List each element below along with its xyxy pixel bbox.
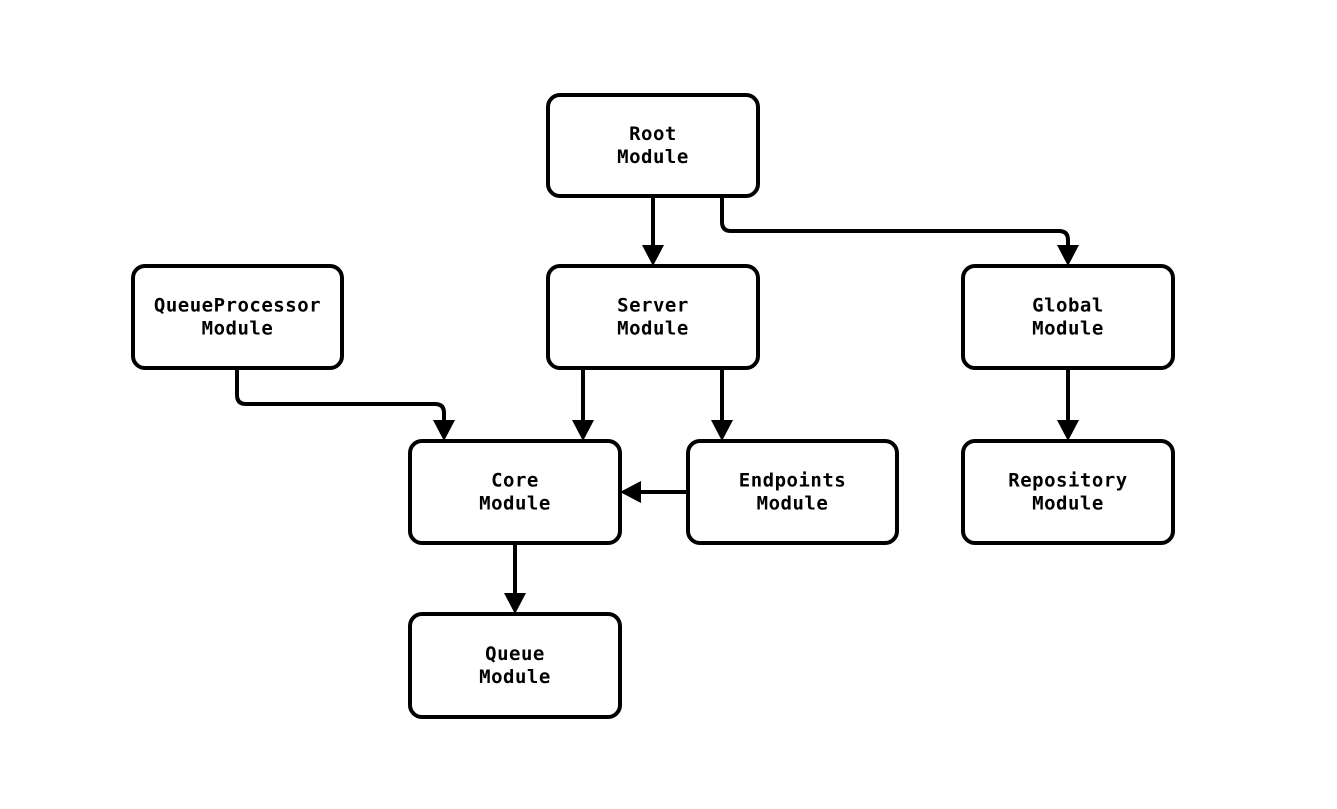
node-label-line2: Module: [202, 318, 274, 340]
arrowhead-icon: [433, 420, 455, 441]
node-label-line1: Core: [491, 470, 539, 492]
node-box[interactable]: [961, 264, 1175, 370]
arrowhead-icon: [620, 481, 641, 503]
node-label-line2: Module: [479, 666, 551, 688]
node-label-line1: Queue: [485, 643, 545, 665]
edge-root-to-global: [720, 196, 1079, 266]
node-label-line2: Module: [1032, 318, 1104, 340]
node-box[interactable]: [131, 264, 344, 370]
node-label-line1: Root: [629, 123, 677, 145]
edge-queueprocessor-to-core: [235, 368, 455, 441]
node-box[interactable]: [408, 612, 622, 719]
nodes-layer: RootModuleQueueProcessorModuleServerModu…: [131, 93, 1175, 719]
node-label-line1: QueueProcessor: [154, 295, 321, 317]
node-box[interactable]: [961, 439, 1175, 545]
edge-server-to-endpoints: [711, 368, 733, 441]
node-label-line1: Repository: [1008, 470, 1127, 492]
edge-core-to-queue: [504, 543, 526, 614]
node-label-line1: Global: [1032, 295, 1104, 317]
arrowhead-icon: [1057, 420, 1079, 441]
arrowhead-icon: [642, 245, 664, 266]
edge-server-to-core: [572, 368, 594, 441]
node-box[interactable]: [686, 439, 899, 545]
arrowhead-icon: [504, 593, 526, 614]
node-box[interactable]: [546, 93, 760, 198]
edge-global-to-repository: [1057, 368, 1079, 441]
edges-layer: [235, 196, 1079, 614]
node-label-line2: Module: [479, 493, 551, 515]
node-label-line1: Endpoints: [739, 470, 846, 492]
edge-line: [720, 196, 1070, 253]
node-label-line2: Module: [757, 493, 829, 515]
node-label-line1: Server: [617, 295, 689, 317]
node-label-line2: Module: [1032, 493, 1104, 515]
arrowhead-icon: [572, 420, 594, 441]
node-box[interactable]: [408, 439, 622, 545]
arrowhead-icon: [711, 420, 733, 441]
edge-root-to-server: [642, 196, 664, 266]
edge-endpoints-to-core: [620, 481, 688, 503]
node-box[interactable]: [546, 264, 760, 370]
node-label-line2: Module: [617, 146, 689, 168]
node-label-line2: Module: [617, 318, 689, 340]
edge-line: [235, 368, 446, 428]
arrowhead-icon: [1057, 245, 1079, 266]
